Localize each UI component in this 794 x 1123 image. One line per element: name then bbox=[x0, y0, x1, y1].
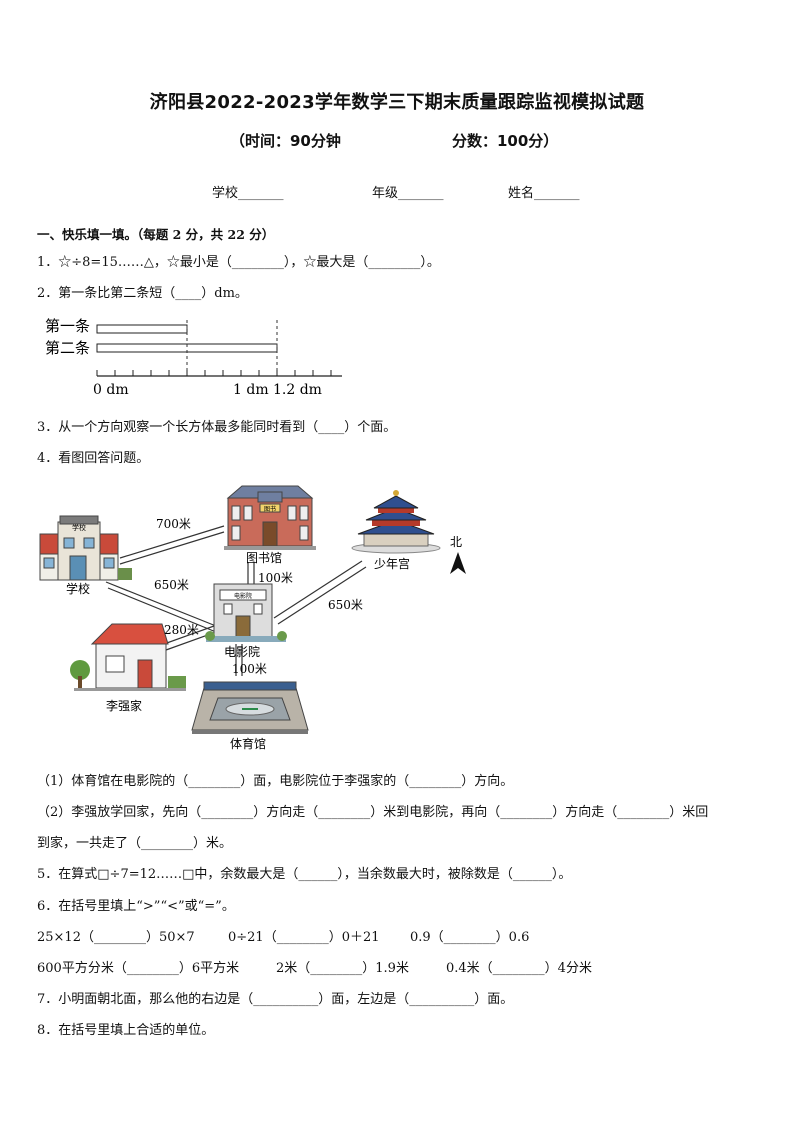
library-label: 图书馆 bbox=[246, 550, 282, 565]
question-6: 6．在括号里填上“>”“<”或“=”。 bbox=[37, 899, 235, 914]
distance-palace-cinema: 650米 bbox=[328, 598, 363, 612]
school-building: 学校 bbox=[39, 515, 132, 581]
name-field[interactable]: 姓名_______ bbox=[508, 186, 580, 201]
distance-school-cinema: 650米 bbox=[154, 578, 189, 592]
question-3: 3．从一个方向观察一个长方体最多能同时看到（____）个面。 bbox=[37, 420, 397, 435]
home-building bbox=[70, 623, 186, 691]
tick-1-2: 1.2 dm bbox=[273, 382, 322, 398]
q6-item-4: 600平方分米（________）6平方米 bbox=[37, 961, 240, 976]
distance-library-cinema: 100米 bbox=[258, 571, 293, 585]
cinema-sign: 电影院 bbox=[234, 592, 252, 600]
tick-1: 1 dm bbox=[233, 382, 269, 398]
q6-item-1: 25×12（________）50×7 bbox=[37, 930, 195, 945]
segment-ruler-figure: 第一条 第二条 0 dm 1 dm 1.2 dm bbox=[45, 317, 342, 398]
line1-label: 第一条 bbox=[45, 317, 90, 335]
question-7: 7．小明面朝北面，那么他的右边是（__________）面，左边是（______… bbox=[37, 992, 514, 1007]
stadium-building bbox=[191, 681, 309, 734]
distance-cinema-stadium: 100米 bbox=[232, 662, 267, 676]
library-sign: 图书 bbox=[264, 505, 276, 513]
question-4-2b: 到家，一共走了（________）米。 bbox=[37, 836, 233, 851]
question-4-1: （1）体育馆在电影院的（________）面，电影院位于李强家的（_______… bbox=[37, 774, 514, 789]
north-arrow-icon bbox=[450, 552, 466, 574]
question-4-2a: （2）李强放学回家，先向（________）方向走（________）米到电影院… bbox=[37, 805, 709, 820]
question-5: 5．在算式□÷7=12……□中，余数最大是（______），当余数最大时，被除数… bbox=[37, 867, 572, 882]
youth-palace-label: 少年宫 bbox=[374, 556, 410, 571]
school-field[interactable]: 学校_______ bbox=[212, 186, 284, 201]
section-heading: 一、快乐填一填。（每题 2 分，共 22 分） bbox=[37, 227, 275, 242]
distance-home-cinema: 280米 bbox=[164, 623, 199, 637]
cinema-building: 电影院 bbox=[205, 583, 287, 642]
exam-score: 分数：100分） bbox=[452, 132, 559, 150]
first-line-bar bbox=[96, 324, 188, 334]
school-label: 学校 bbox=[66, 581, 90, 596]
ruler-ticks bbox=[96, 370, 332, 376]
cinema-label: 电影院 bbox=[224, 645, 260, 659]
question-8: 8．在括号里填上合适的单位。 bbox=[37, 1023, 215, 1038]
question-4: 4．看图回答问题。 bbox=[37, 451, 150, 466]
line2-label: 第二条 bbox=[45, 339, 90, 357]
question-1: 1．☆÷8=15……△，☆最小是（________），☆最大是（________… bbox=[37, 255, 440, 270]
q6-item-6: 0.4米（________）4分米 bbox=[446, 961, 592, 976]
q6-item-3: 0.9（________）0.6 bbox=[410, 930, 530, 945]
distance-school-library: 700米 bbox=[156, 517, 191, 531]
question-2: 2．第一条比第二条短（____）dm。 bbox=[37, 286, 248, 301]
page-title: 济阳县2022-2023学年数学三下期末质量跟踪监视模拟试题 bbox=[149, 92, 645, 113]
school-sign: 学校 bbox=[72, 523, 86, 532]
map-figure: 学校 学校 图书 图书馆 少年宫 北 电影院 bbox=[39, 485, 466, 751]
north-label: 北 bbox=[450, 535, 462, 549]
tick-0: 0 dm bbox=[93, 382, 129, 398]
q6-item-5: 2米（________）1.9米 bbox=[276, 961, 409, 976]
exam-time: （时间：90分钟 bbox=[230, 132, 341, 150]
youth-palace-building bbox=[351, 490, 441, 554]
q6-item-2: 0÷21（________）0＋21 bbox=[228, 930, 380, 945]
grade-field[interactable]: 年级_______ bbox=[372, 186, 444, 201]
home-label: 李强家 bbox=[106, 698, 142, 713]
stadium-label: 体育馆 bbox=[230, 736, 266, 751]
library-building: 图书 bbox=[224, 485, 316, 550]
roads bbox=[105, 525, 367, 676]
